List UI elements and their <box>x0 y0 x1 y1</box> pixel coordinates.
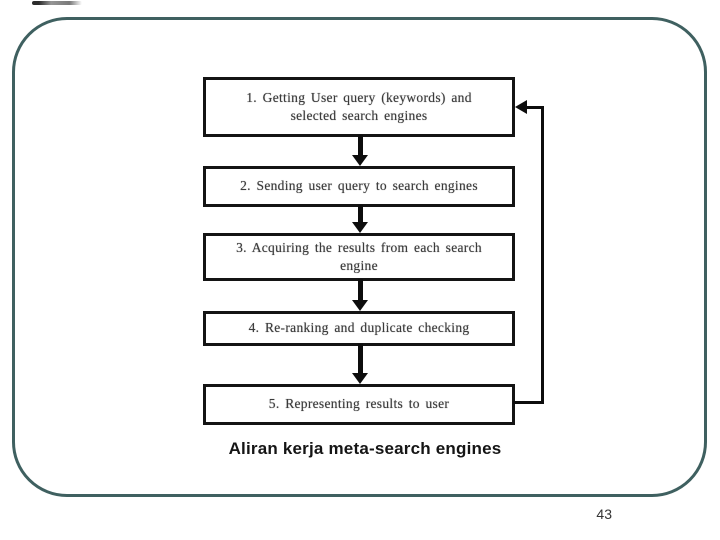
down-arrow-icon <box>352 155 368 166</box>
flowchart-step-4: 4. Re-ranking and duplicate checking <box>203 311 515 346</box>
scan-artifact <box>32 1 82 5</box>
flowchart-step-5: 5. Representing results to user <box>203 384 515 425</box>
feedback-arrow-segment <box>527 106 544 109</box>
flowchart-step-label: 2. Sending user query to search engines <box>240 178 478 194</box>
down-arrow-icon <box>358 279 363 301</box>
feedback-arrow-segment <box>513 401 544 404</box>
flowchart-step-3: 3. Acquiring the results from each searc… <box>203 233 515 281</box>
down-arrow-icon <box>358 205 363 223</box>
slide-number: 43 <box>596 506 612 522</box>
flowchart-step-label: 5. Representing results to user <box>268 396 450 412</box>
down-arrow-icon <box>352 222 368 233</box>
flowchart-step-1: 1. Getting User query (keywords) and sel… <box>203 77 515 137</box>
down-arrow-icon <box>352 300 368 311</box>
flowchart-step-label: 3. Acquiring the results from each searc… <box>236 239 482 273</box>
flowchart-step-label: 1. Getting User query (keywords) and sel… <box>246 89 472 123</box>
flowchart-step-2: 2. Sending user query to search engines <box>203 166 515 207</box>
feedback-arrow-segment <box>541 106 544 404</box>
slide-frame <box>12 17 707 497</box>
down-arrow-icon <box>358 135 363 156</box>
left-arrow-icon <box>515 100 527 114</box>
diagram-caption: Aliran kerja meta-search engines <box>228 439 502 458</box>
flowchart-step-label: 4. Re-ranking and duplicate checking <box>248 320 470 336</box>
down-arrow-icon <box>352 373 368 384</box>
down-arrow-icon <box>358 344 363 374</box>
